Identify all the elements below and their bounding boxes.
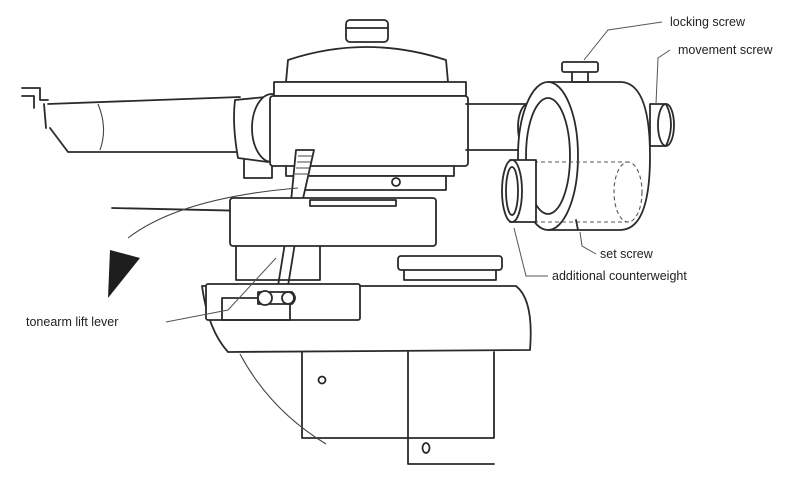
additional-counterweight-part [501,159,537,223]
bearing-housing [269,19,469,191]
arm-base [201,197,532,353]
arrow-marker [108,250,140,298]
leader-lines [165,21,671,323]
label-additional-counterweight: additional counterweight [552,269,687,283]
arm-tube [21,87,243,153]
label-set-screw: set screw [600,247,654,261]
label-locking-screw: locking screw [670,15,746,29]
label-movement-screw: movement screw [678,43,773,57]
lower-column [239,351,495,465]
counterweight [517,61,675,231]
label-tonearm-lift-lever: tonearm lift lever [26,315,118,329]
